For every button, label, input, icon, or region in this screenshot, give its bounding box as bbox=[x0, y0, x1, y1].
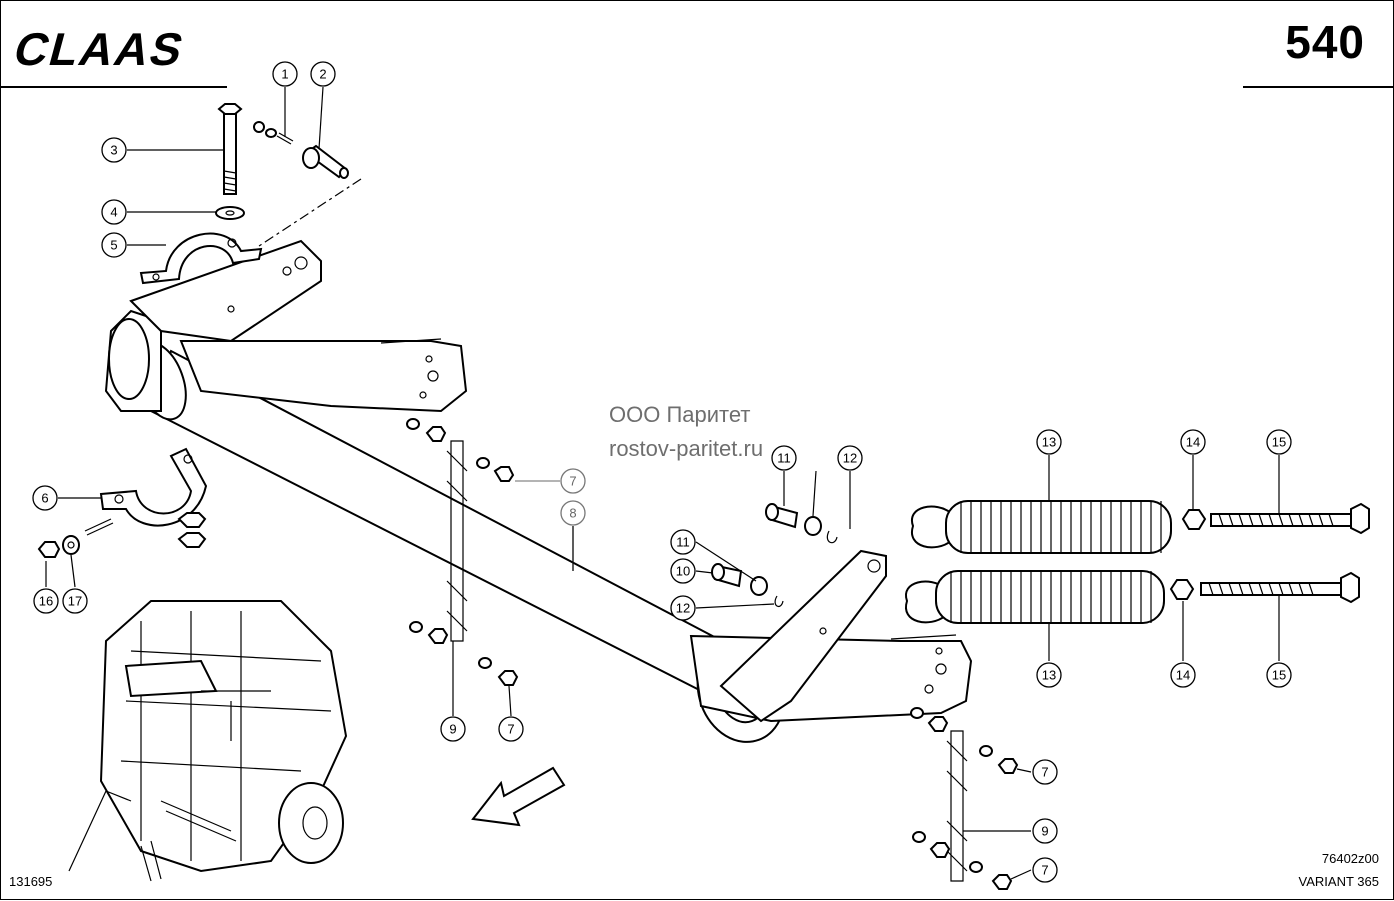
svg-text:16: 16 bbox=[39, 594, 53, 609]
svg-text:11: 11 bbox=[777, 451, 791, 466]
svg-text:15: 15 bbox=[1272, 668, 1286, 683]
left-chain-hardware bbox=[406, 418, 519, 686]
lower-nuts bbox=[177, 512, 207, 548]
svg-text:11: 11 bbox=[676, 535, 690, 550]
svg-text:9: 9 bbox=[1041, 824, 1048, 839]
upper-clamp bbox=[139, 232, 263, 285]
callout-17: 17 bbox=[62, 588, 88, 614]
lower-spring-nut bbox=[1169, 579, 1195, 600]
svg-text:6: 6 bbox=[41, 491, 48, 506]
leader-lines bbox=[45, 86, 1280, 880]
sheet-id: 131695 bbox=[9, 874, 53, 889]
callout-10: 10 bbox=[670, 558, 696, 584]
callout-7-upper-left: 7 bbox=[560, 468, 586, 494]
callout-14-upper: 14 bbox=[1180, 429, 1206, 455]
callout-16: 16 bbox=[33, 588, 59, 614]
svg-text:2: 2 bbox=[319, 67, 326, 82]
watermark-website: rostov-paritet.ru bbox=[609, 436, 764, 461]
machine-variant: VARIANT 365 bbox=[1298, 874, 1379, 889]
svg-text:13: 13 bbox=[1042, 668, 1056, 683]
direction-arrow bbox=[471, 766, 566, 827]
callout-9-right: 9 bbox=[1032, 818, 1058, 844]
callout-13-upper: 13 bbox=[1036, 429, 1062, 455]
callout-14-lower: 14 bbox=[1170, 662, 1196, 688]
svg-text:7: 7 bbox=[507, 722, 514, 737]
svg-text:CLAAS: CLAAS bbox=[9, 24, 191, 75]
lower-spring bbox=[904, 570, 1165, 624]
callout-2: 2 bbox=[310, 61, 336, 87]
svg-text:17: 17 bbox=[68, 594, 82, 609]
callout-11-lower: 11 bbox=[670, 529, 696, 555]
callout-5: 5 bbox=[101, 232, 127, 258]
callout-15-lower: 15 bbox=[1266, 662, 1292, 688]
svg-text:8: 8 bbox=[569, 506, 576, 521]
svg-text:7: 7 bbox=[569, 474, 576, 489]
svg-text:15: 15 bbox=[1272, 435, 1286, 450]
svg-text:1: 1 bbox=[281, 67, 288, 82]
callout-1: 1 bbox=[272, 61, 298, 87]
callout-13-lower: 13 bbox=[1036, 662, 1062, 688]
upper-spring bbox=[910, 500, 1172, 554]
upper-spring-nut bbox=[1181, 509, 1207, 530]
small-screw-part-1 bbox=[253, 121, 294, 145]
baler-thumbnail bbox=[68, 600, 348, 882]
left-chain bbox=[446, 440, 468, 642]
svg-text:4: 4 bbox=[110, 205, 117, 220]
claas-logo: CLAAS bbox=[9, 24, 191, 75]
watermark: ООО Паритет rostov-paritet.ru bbox=[609, 398, 763, 466]
lower-clamp bbox=[99, 447, 208, 527]
callout-6: 6 bbox=[32, 485, 58, 511]
svg-text:14: 14 bbox=[1186, 435, 1200, 450]
nut-16-washer-17 bbox=[37, 535, 80, 558]
callout-8: 8 bbox=[560, 500, 586, 526]
upper-washer bbox=[215, 206, 245, 220]
left-lever-plate bbox=[179, 338, 468, 413]
watermark-company: ООО Паритет bbox=[609, 402, 751, 427]
callout-4: 4 bbox=[101, 199, 127, 225]
svg-text:14: 14 bbox=[1176, 668, 1190, 683]
callout-7-right-lower: 7 bbox=[1032, 857, 1058, 883]
drawing-code: 76402z00 bbox=[1321, 851, 1379, 866]
stud-part-6 bbox=[84, 518, 114, 536]
right-arm bbox=[719, 549, 887, 723]
callout-7-lower-left: 7 bbox=[498, 716, 524, 742]
svg-text:5: 5 bbox=[110, 238, 117, 253]
upper-bolt bbox=[217, 103, 243, 195]
callout-15-upper: 15 bbox=[1266, 429, 1292, 455]
svg-text:9: 9 bbox=[449, 722, 456, 737]
right-chain bbox=[946, 730, 968, 882]
upper-tension-bolt bbox=[1210, 502, 1370, 535]
svg-text:10: 10 bbox=[676, 564, 690, 579]
pin-upper-right-assembly bbox=[765, 503, 838, 544]
callout-7-right-upper: 7 bbox=[1032, 759, 1058, 785]
page-number: 540 bbox=[1285, 16, 1365, 68]
pin-10-assembly bbox=[711, 563, 784, 608]
callout-9-left: 9 bbox=[440, 716, 466, 742]
lower-tension-bolt bbox=[1200, 571, 1360, 604]
callout-11-upper: 11 bbox=[771, 445, 797, 471]
callout-12-upper: 12 bbox=[837, 445, 863, 471]
pin-part-2 bbox=[302, 144, 349, 179]
callout-12-lower: 12 bbox=[670, 595, 696, 621]
callout-3: 3 bbox=[101, 137, 127, 163]
svg-text:7: 7 bbox=[1041, 765, 1048, 780]
svg-text:13: 13 bbox=[1042, 435, 1056, 450]
right-chain-hardware bbox=[910, 707, 1019, 890]
svg-text:12: 12 bbox=[676, 601, 690, 616]
svg-text:7: 7 bbox=[1041, 863, 1048, 878]
svg-text:3: 3 bbox=[110, 143, 117, 158]
svg-text:12: 12 bbox=[843, 451, 857, 466]
left-bearing-housing bbox=[104, 239, 322, 412]
assembly-dashline-upper bbox=[258, 178, 362, 247]
